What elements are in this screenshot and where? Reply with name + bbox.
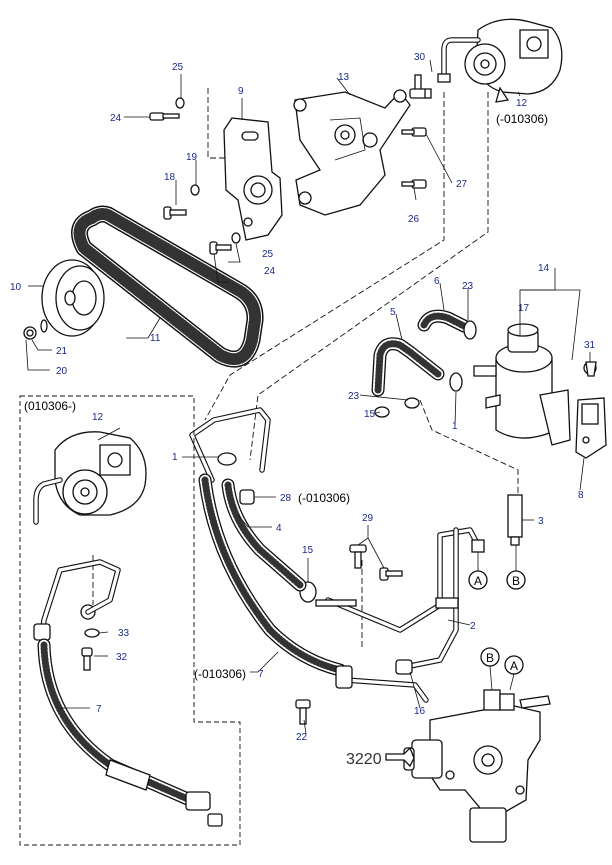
fasteners-upper — [149, 97, 427, 255]
label-10: 10 — [10, 282, 22, 293]
label-7-lower: 7 — [96, 704, 102, 715]
label-2: 2 — [470, 621, 476, 632]
label-1-left: 1 — [172, 452, 178, 463]
label-14: 14 — [538, 263, 550, 274]
label-6: 6 — [434, 276, 440, 287]
label-20: 20 — [56, 366, 68, 377]
route-lines — [92, 88, 519, 650]
fluid-reservoir-14 — [473, 323, 571, 446]
label-8: 8 — [578, 490, 584, 501]
drive-belt-11 — [71, 205, 264, 368]
label-27: 27 — [456, 179, 468, 190]
label-26: 26 — [408, 214, 420, 225]
label-22: 22 — [296, 732, 308, 743]
connector-a-gear: A — [510, 659, 518, 673]
label-13: 13 — [338, 72, 350, 83]
label-24-upper: 24 — [110, 113, 122, 124]
connector-a-tube: A — [474, 574, 482, 588]
power-steering-pump-lower — [33, 431, 147, 671]
suction-hoses-5-6 — [371, 309, 471, 397]
connector-markers — [468, 545, 526, 691]
label-23-upper: 23 — [462, 281, 474, 292]
label-18: 18 — [164, 172, 176, 183]
connector-b-gear: B — [486, 651, 494, 665]
label-21: 21 — [56, 346, 68, 357]
label-24-lower: 24 — [264, 266, 276, 277]
label-23-lower: 23 — [348, 391, 360, 402]
label-5: 5 — [390, 307, 396, 318]
fasteners-lower — [295, 544, 403, 725]
hose-clamps — [217, 320, 477, 603]
reservoir-bracket-8 — [575, 361, 607, 459]
label-15-upper: 15 — [364, 409, 376, 420]
label-12-upper: 12 — [516, 98, 528, 109]
label-15-lower: 15 — [302, 545, 314, 556]
label-4: 4 — [276, 523, 282, 534]
label-12-lower: 12 — [92, 412, 104, 423]
label-9: 9 — [238, 86, 244, 97]
note-from-010306-box: (010306-) — [24, 399, 76, 413]
label-31: 31 — [584, 340, 596, 351]
pump-bracket-13 — [293, 89, 411, 216]
label-11: 11 — [150, 333, 161, 344]
label-29: 29 — [362, 513, 374, 524]
steering-gear-box — [403, 689, 551, 843]
label-32: 32 — [116, 652, 128, 663]
label-25-upper: 25 — [172, 62, 184, 73]
label-19: 19 — [186, 152, 198, 163]
label-25-lower: 25 — [262, 249, 274, 260]
pressure-hoses-4-7 — [198, 473, 353, 689]
label-3: 3 — [538, 516, 544, 527]
note-upto-010306-7: (-010306) — [194, 667, 246, 681]
leader-lines — [25, 59, 591, 735]
pulley-10 — [23, 259, 105, 340]
label-16: 16 — [414, 706, 426, 717]
connector-b-tube: B — [512, 574, 520, 588]
label-7-upper: 7 — [258, 669, 264, 680]
label-1-right: 1 — [452, 421, 458, 432]
variant-box-010306 — [19, 395, 241, 846]
label-28: 28 — [280, 493, 292, 504]
reference-arrow-icon — [385, 746, 415, 768]
mounting-plate-9 — [223, 117, 283, 241]
power-steering-pump-upper — [437, 18, 563, 103]
note-upto-010306-28: (-010306) — [298, 491, 350, 505]
label-30: 30 — [414, 52, 426, 63]
connector-letters: A B B A — [474, 574, 520, 673]
pressure-hose-7-lower — [33, 559, 223, 827]
part-number-labels: 25 24 9 13 30 12 (-010306) 19 18 27 26 2… — [10, 52, 596, 768]
label-33: 33 — [118, 628, 130, 639]
label-17: 17 — [518, 303, 530, 314]
pressure-tubes — [189, 407, 523, 703]
reference-group-3220: 3220 — [346, 751, 382, 768]
bolt-30 — [409, 74, 432, 99]
note-upto-010306-top: (-010306) — [496, 112, 548, 126]
